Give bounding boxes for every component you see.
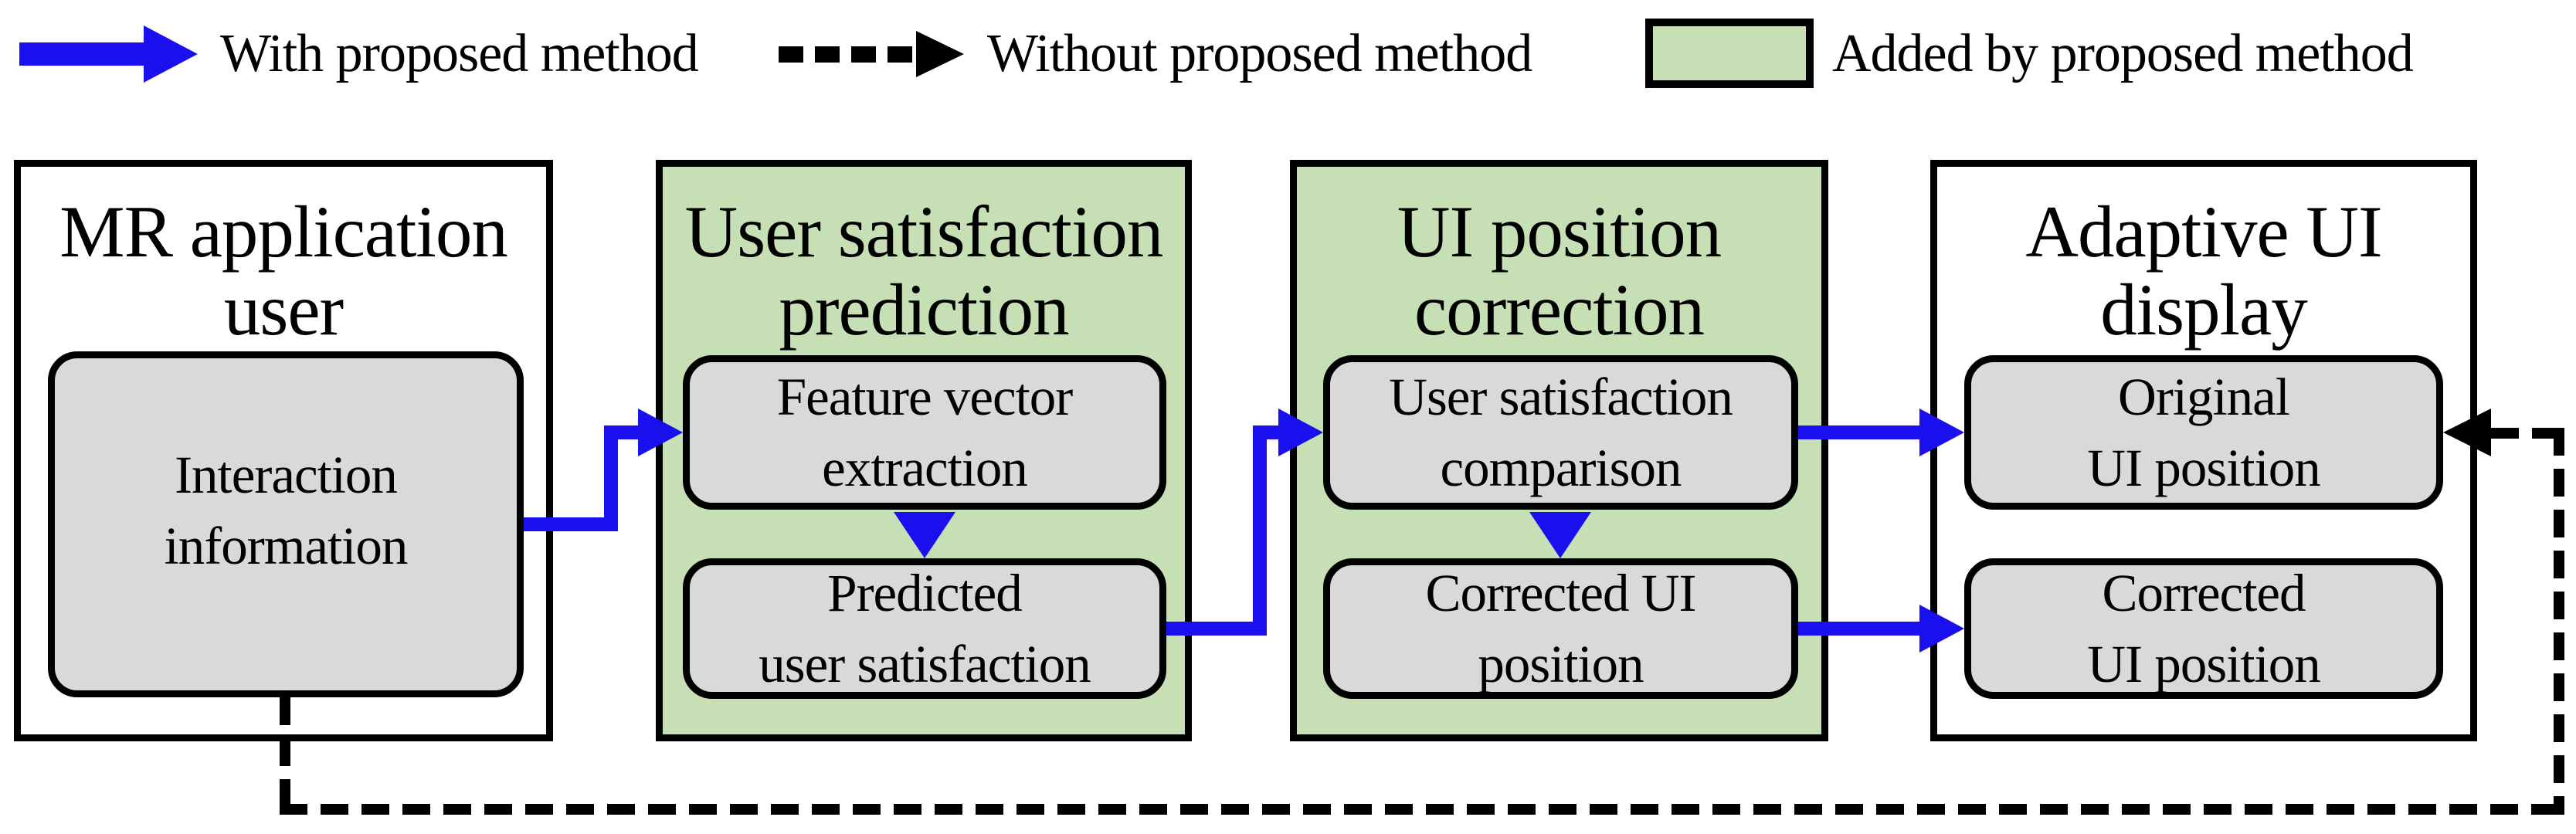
arrow-comparison-to-corrected-icon (1529, 512, 1591, 558)
legend-dashed-arrowhead-icon (916, 31, 964, 77)
legend-green-swatch-icon (1645, 19, 1814, 88)
legend-blue-arrow-icon (19, 42, 147, 66)
stage-title-mr-application-user: MR application user (59, 191, 508, 351)
dashed-path-right-vertical (2554, 428, 2564, 815)
legend-dashed-arrow-icon (779, 46, 918, 63)
arrow-corrected-to-corrected-head-icon (1919, 605, 1964, 653)
dashed-path-top-horizontal (2491, 428, 2564, 439)
node-interaction-information: Interaction information (48, 351, 524, 697)
dashed-path-bottom (280, 804, 2564, 815)
arrow-interaction-to-feature-seg2 (604, 425, 618, 531)
arrow-corrected-to-corrected-shaft (1798, 622, 1922, 636)
arrow-predicted-to-comparison-seg2 (1253, 425, 1267, 636)
legend-label-without-method: Without proposed method (987, 24, 1532, 83)
node-corrected-ui-position-display: Corrected UI position (1964, 558, 2443, 699)
node-original-ui-position: Original UI position (1964, 355, 2443, 510)
node-predicted-user-satisfaction: Predicted user satisfaction (683, 558, 1166, 699)
arrow-predicted-to-comparison-seg1 (1166, 622, 1267, 636)
legend-label-with-method: With proposed method (220, 24, 699, 83)
arrow-comparison-to-original-shaft (1798, 425, 1922, 439)
stage-title-adaptive-ui-display: Adaptive UI display (2025, 191, 2382, 351)
arrow-interaction-to-feature-head-icon (638, 409, 683, 456)
arrow-comparison-to-original-head-icon (1919, 409, 1964, 456)
dashed-path-down-from-interaction (280, 697, 290, 804)
stage-title-user-satisfaction-prediction: User satisfaction prediction (684, 191, 1164, 351)
arrow-interaction-to-feature-seg1 (524, 517, 618, 531)
stage-title-ui-position-correction: UI position correction (1397, 191, 1722, 351)
node-feature-vector-extraction: Feature vector extraction (683, 355, 1166, 510)
arrow-predicted-to-comparison-seg3 (1253, 425, 1282, 439)
node-user-satisfaction-comparison: User satisfaction comparison (1323, 355, 1798, 510)
legend-blue-arrowhead-icon (144, 25, 198, 83)
arrow-interaction-to-feature-seg3 (604, 425, 641, 439)
arrow-feature-to-predicted-icon (894, 512, 955, 558)
arrow-predicted-to-comparison-head-icon (1278, 409, 1323, 456)
node-corrected-ui-position-correction: Corrected UI position (1323, 558, 1798, 699)
dashed-path-arrowhead-into-original-icon (2443, 409, 2491, 456)
legend-label-added-by-method: Added by proposed method (1832, 24, 2414, 83)
